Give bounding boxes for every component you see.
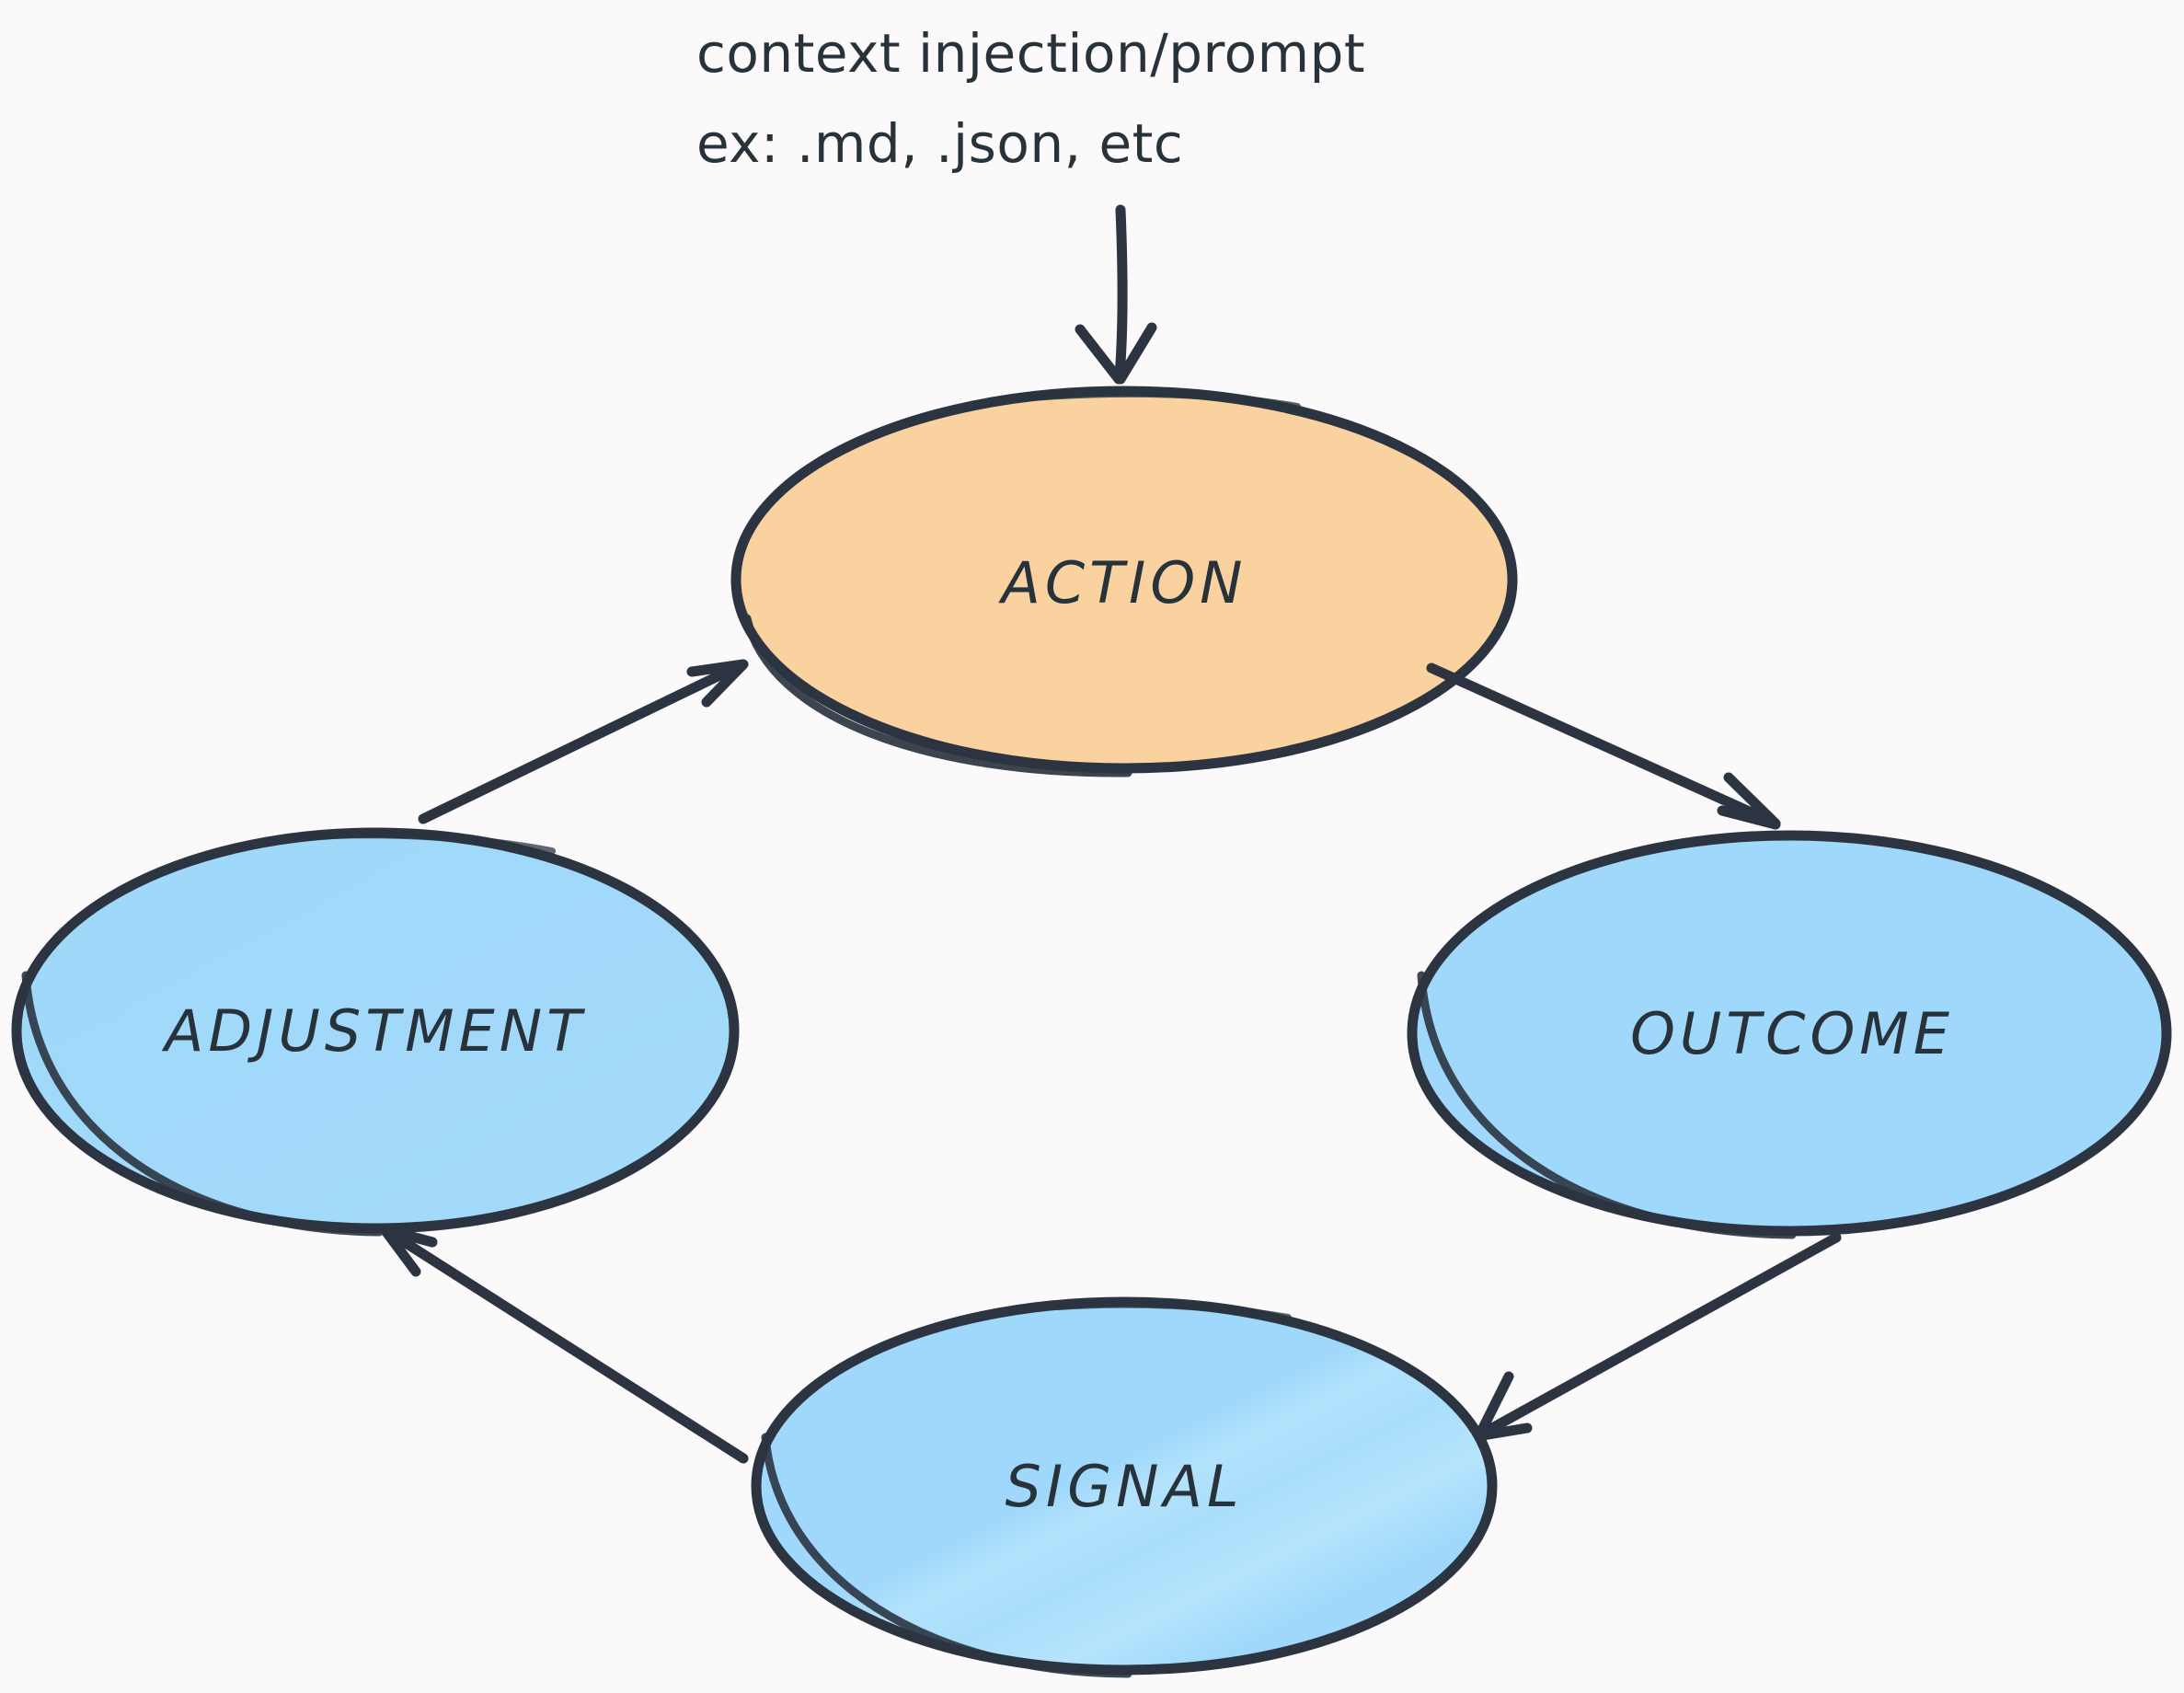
edge-action-to-outcome-line (1426, 662, 1777, 827)
edge-context-to-action (1075, 204, 1157, 385)
node-signal-shape[interactable] (751, 1296, 1498, 1676)
edge-context-to-action-head-left (1075, 324, 1124, 385)
node-action[interactable]: ACTION (730, 386, 1518, 777)
edge-signal-to-adjustment-head-lower (381, 1227, 421, 1277)
context-note-line-2: ex: .md, .json, etc (696, 112, 1183, 175)
node-outcome-label: OUTCOME (1630, 1000, 1954, 1067)
edge-context-to-action-head-right (1115, 322, 1157, 385)
node-action-sketch-topstroke (1027, 389, 1301, 410)
edge-action-to-outcome-head-upper (1723, 772, 1781, 829)
node-outcome[interactable]: OUTCOME (1407, 830, 2172, 1239)
node-outcome-sketch-overstroke (1417, 971, 1797, 1239)
node-action-sketch-overstroke (742, 614, 1132, 777)
edge-context-to-action-line (1114, 204, 1128, 381)
node-signal[interactable]: SIGNAL (751, 1296, 1498, 1678)
edge-signal-to-adjustment-line (385, 1227, 749, 1464)
node-adjustment-shape[interactable] (11, 827, 740, 1234)
edge-signal-to-adjustment (381, 1225, 749, 1464)
node-action-shape[interactable] (730, 386, 1518, 774)
edge-adjustment-to-action-line (418, 660, 746, 824)
node-signal-sketch-overstroke (761, 1433, 1132, 1678)
edge-adjustment-to-action-head-lower (701, 660, 748, 708)
edge-outcome-to-signal-head-upper (1474, 1371, 1514, 1441)
node-outcome-shape[interactable] (1407, 830, 2172, 1237)
context-note: context injection/prompt ex: .md, .json,… (696, 22, 1365, 175)
edge-action-to-outcome-head-lower (1717, 805, 1781, 830)
node-signal-sketch-topstroke (1054, 1300, 1292, 1321)
edge-outcome-to-signal-line (1478, 1232, 1842, 1438)
node-adjustment-sketch-topstroke (291, 831, 556, 855)
node-adjustment-sketch-overstroke (21, 971, 384, 1237)
edge-adjustment-to-action-head-upper (686, 659, 749, 677)
edge-outcome-to-signal-head-lower (1472, 1422, 1533, 1442)
node-adjustment-label: ADJUSTMENT (161, 997, 586, 1065)
context-note-line-1: context injection/prompt (696, 22, 1365, 85)
edge-action-to-outcome (1426, 662, 1781, 830)
node-action-label: ACTION (997, 549, 1247, 616)
node-signal-label: SIGNAL (1005, 1453, 1243, 1520)
edge-outcome-to-signal (1472, 1232, 1842, 1442)
edge-adjustment-to-action (418, 659, 749, 824)
node-adjustment[interactable]: ADJUSTMENT (11, 827, 740, 1237)
